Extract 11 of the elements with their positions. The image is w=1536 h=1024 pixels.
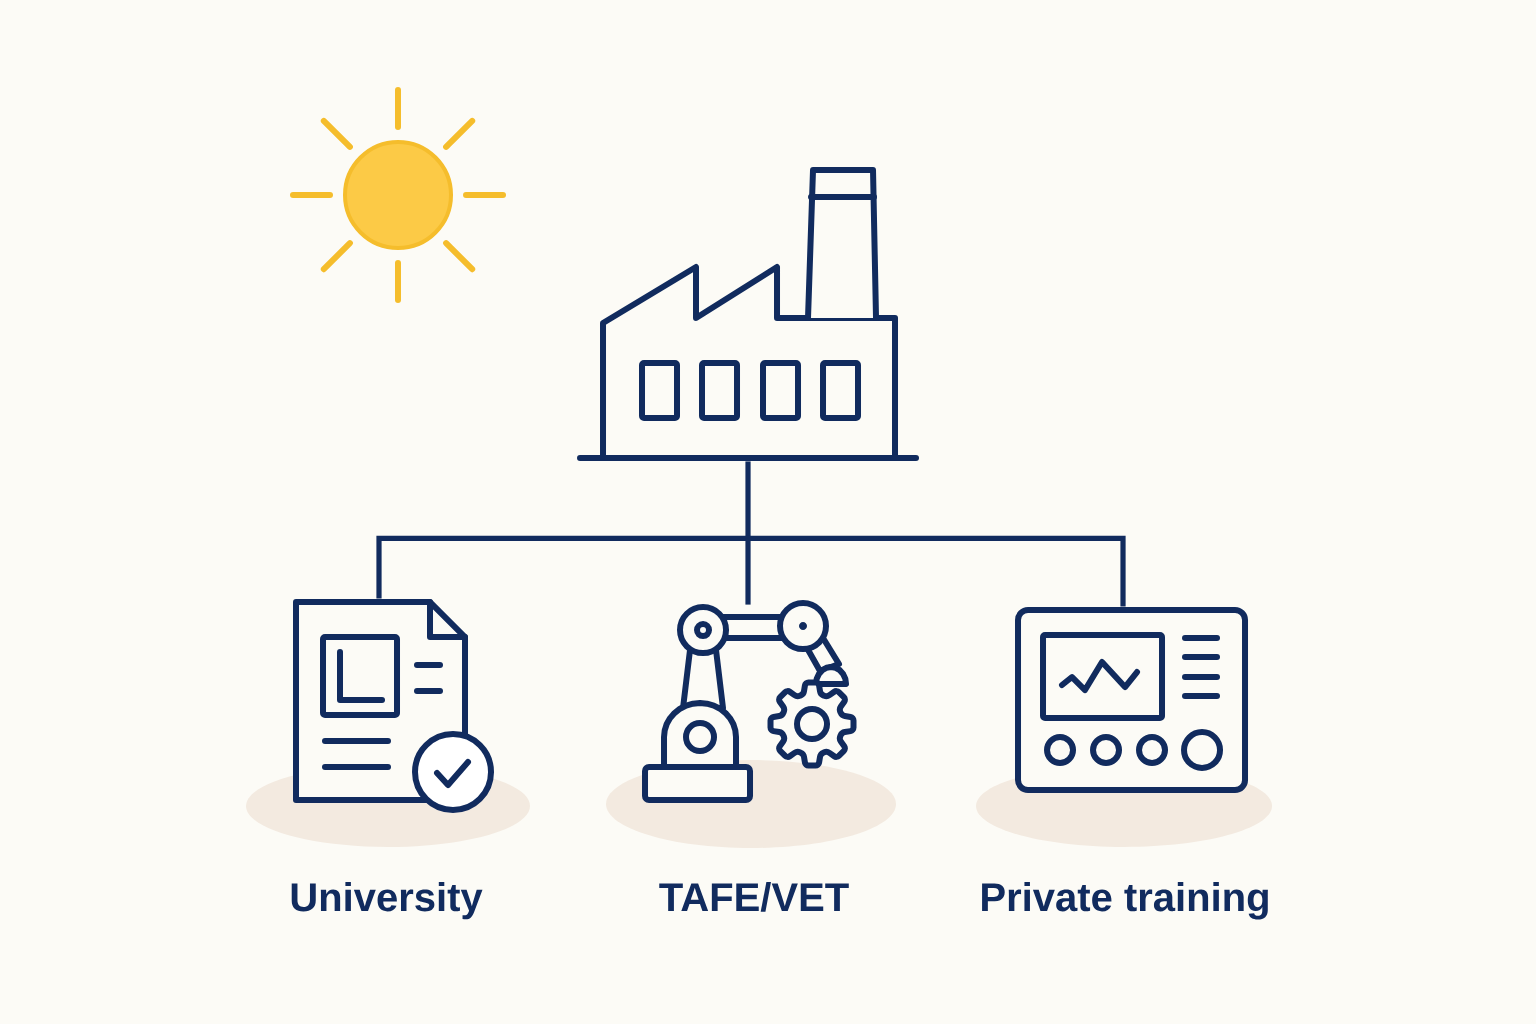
- connector-line: [376, 535, 748, 599]
- robot-arm-icon: [642, 600, 857, 803]
- connector-line: [745, 538, 751, 605]
- node-label: University: [291, 882, 483, 920]
- factory-icon: [577, 167, 919, 461]
- node-label: TAFE/VET: [659, 882, 849, 912]
- connector-line: [748, 535, 1126, 607]
- node-label: Private training: [982, 882, 1268, 920]
- connector-line: [745, 461, 751, 539]
- control-panel-icon: [1015, 607, 1248, 793]
- document-icon: [293, 599, 494, 813]
